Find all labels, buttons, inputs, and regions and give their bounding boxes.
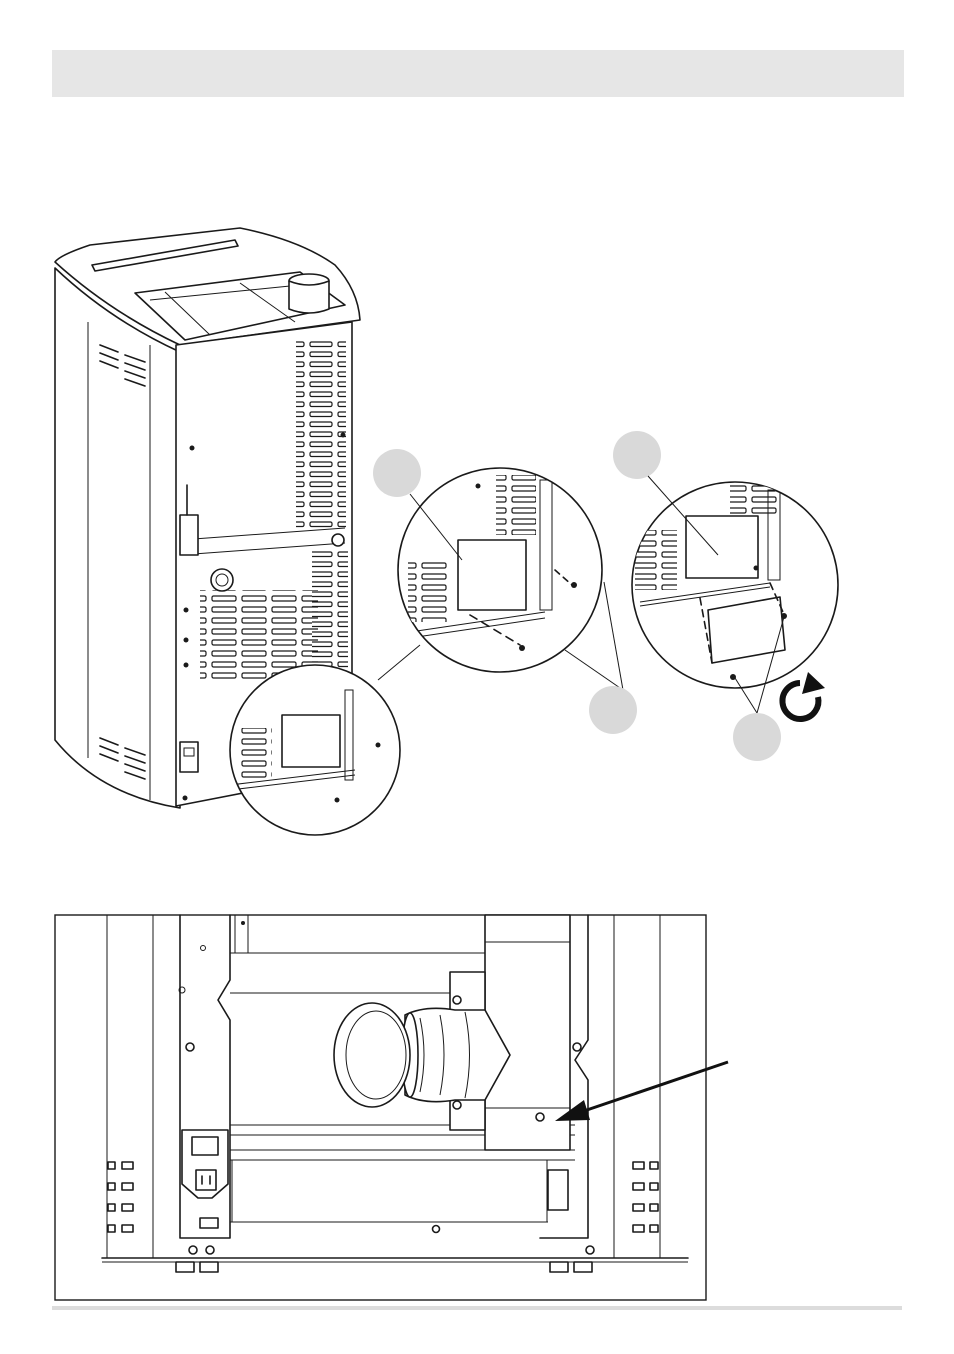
zoom-circle-c bbox=[631, 481, 839, 714]
rotate-clockwise-icon bbox=[779, 672, 825, 722]
inspection-cover-b bbox=[457, 539, 527, 611]
inspection-cover-c-fitted bbox=[685, 515, 759, 579]
power-socket bbox=[179, 741, 199, 773]
power-inlet-socket bbox=[181, 1129, 229, 1199]
stove-rear-illustration bbox=[54, 227, 361, 809]
callout-badge-b bbox=[613, 431, 661, 479]
side-vents-upper bbox=[99, 344, 146, 387]
callout-badge-c bbox=[589, 686, 637, 734]
flue-detail-illustration bbox=[54, 914, 729, 1301]
footer-rule bbox=[52, 1306, 902, 1310]
flue-elbow bbox=[404, 1007, 511, 1103]
rear-louvers-upper bbox=[296, 338, 346, 528]
rear-flue-outlet bbox=[210, 568, 234, 592]
zoom-circle-a bbox=[229, 644, 421, 836]
stove-side-panel bbox=[54, 267, 181, 809]
panel-screws bbox=[182, 432, 346, 801]
header-band bbox=[52, 50, 904, 97]
control-board bbox=[179, 514, 199, 556]
arrow-pointer-icon bbox=[555, 1060, 729, 1121]
top-grille-slot bbox=[91, 239, 239, 272]
usb-port bbox=[199, 1217, 219, 1229]
detail-screws bbox=[178, 921, 595, 1255]
side-vents-lower bbox=[99, 737, 146, 780]
callout-badge-d bbox=[733, 713, 781, 761]
inspection-cover-c-removed bbox=[707, 596, 786, 664]
rear-louvers-lower bbox=[200, 590, 318, 680]
side-slots-right bbox=[632, 1161, 659, 1233]
side-slots-left bbox=[107, 1161, 134, 1233]
base-feet bbox=[175, 1261, 593, 1273]
zoom-circle-b bbox=[397, 467, 624, 691]
flue-opening bbox=[333, 1002, 411, 1108]
callout-badge-a bbox=[373, 449, 421, 497]
